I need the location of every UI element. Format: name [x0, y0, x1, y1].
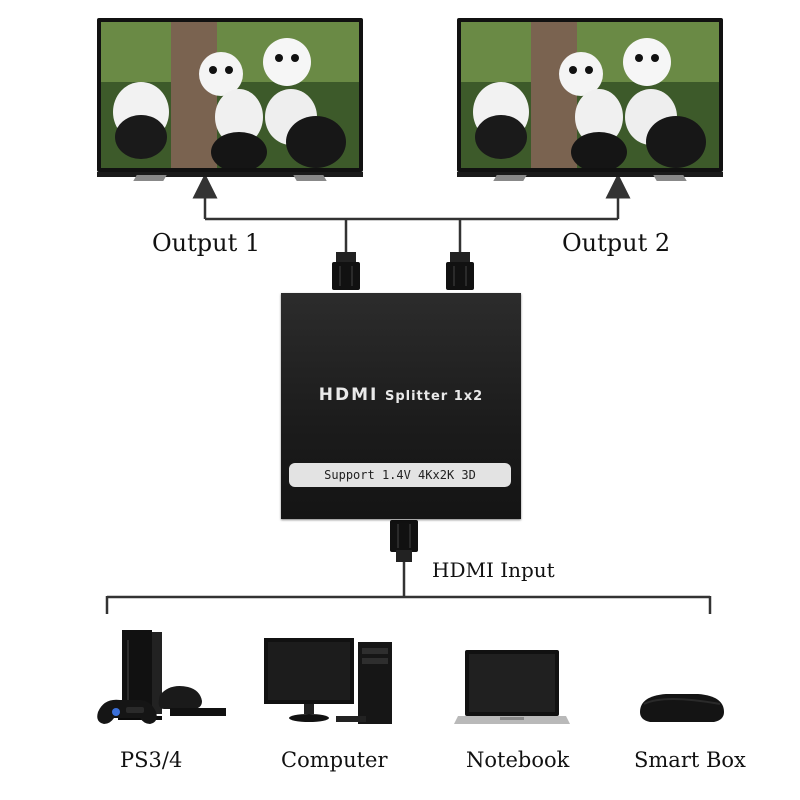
- media-box-icon: [640, 694, 724, 722]
- output-lines: [192, 173, 631, 253]
- input-plug: [390, 520, 418, 562]
- device-label-computer: Computer: [281, 748, 388, 772]
- game-console-icon: [97, 630, 226, 724]
- device-label-notebook: Notebook: [466, 748, 570, 772]
- splitter-title-sub: Splitter 1x2: [384, 389, 484, 404]
- output-2-plug: [446, 252, 474, 290]
- output-1-label: Output 1: [152, 229, 261, 257]
- splitter-title-main: HDMI: [318, 385, 379, 405]
- support-strip: Support 1.4V 4Kx2K 3D: [289, 463, 511, 487]
- tv-output-1: [97, 18, 363, 183]
- hdmi-splitter-box: HDMI Splitter 1x2 Support 1.4V 4Kx2K 3D: [281, 293, 521, 519]
- input-lines: [105, 562, 712, 614]
- output-1-plug: [332, 252, 360, 290]
- laptop-icon: [454, 650, 570, 724]
- hdmi-input-label: HDMI Input: [432, 558, 555, 582]
- device-label-ps: PS3/4: [120, 748, 183, 772]
- panda-image: [461, 22, 719, 168]
- panda-image: [101, 22, 359, 168]
- splitter-title: HDMI Splitter 1x2: [281, 385, 521, 405]
- output-2-label: Output 2: [562, 229, 671, 257]
- tv-output-2: [457, 18, 723, 183]
- device-label-smart-box: Smart Box: [634, 748, 746, 772]
- desktop-computer-icon: [264, 638, 392, 724]
